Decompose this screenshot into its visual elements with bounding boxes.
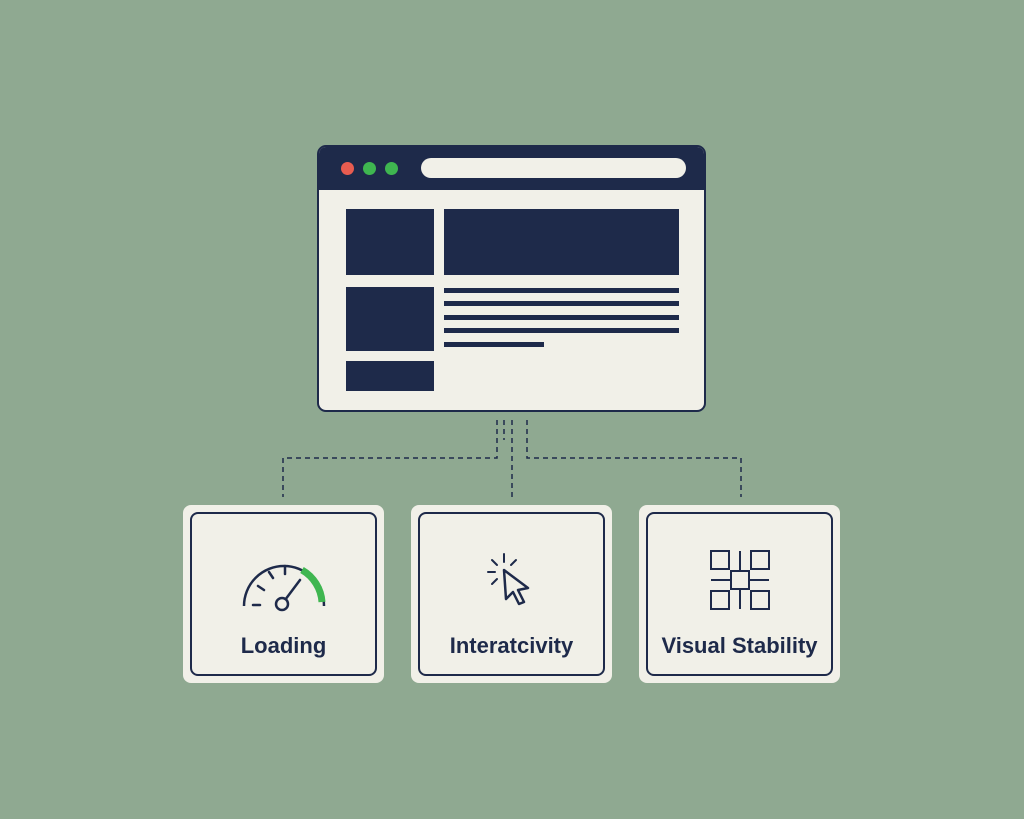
sidebar-block	[346, 209, 434, 275]
card-border: Interatcivity	[418, 512, 605, 676]
metric-label-visual-stability: Visual Stability	[661, 633, 818, 658]
text-line	[444, 342, 544, 347]
connector-loading	[282, 420, 498, 497]
address-bar	[421, 158, 686, 178]
maximize-dot-icon	[385, 162, 398, 175]
sidebar-block	[346, 361, 434, 391]
browser-titlebar	[319, 147, 704, 190]
close-dot-icon	[341, 162, 354, 175]
browser-window	[317, 145, 706, 412]
minimize-dot-icon	[363, 162, 376, 175]
metric-label-interactivity: Interatcivity	[449, 633, 574, 658]
grid-layout-icon	[709, 550, 770, 610]
card-border: Loading	[190, 512, 377, 676]
metric-card-interactivity: Interatcivity	[411, 505, 612, 683]
sidebar-block	[346, 287, 434, 351]
cursor-click-icon	[486, 553, 529, 606]
speedometer-icon	[242, 564, 325, 612]
text-line	[444, 328, 679, 333]
metric-label-loading: Loading	[240, 633, 327, 658]
hero-block	[444, 209, 679, 275]
text-line	[444, 315, 679, 320]
metric-card-visual-stability: Visual Stability	[639, 505, 840, 683]
text-line	[444, 288, 679, 293]
text-line	[444, 301, 679, 306]
card-border: Visual Stability	[646, 512, 833, 676]
connector-stability	[526, 420, 742, 497]
metric-card-loading: Loading	[183, 505, 384, 683]
